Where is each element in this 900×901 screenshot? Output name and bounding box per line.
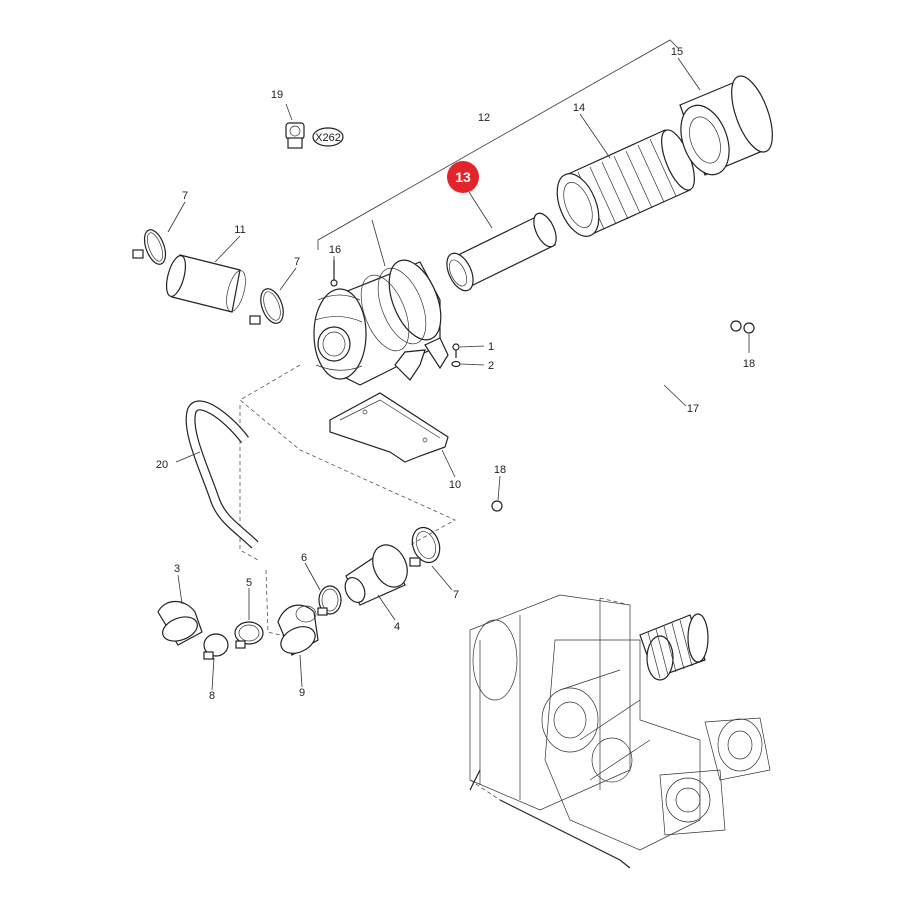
part-9-elbow xyxy=(277,604,319,656)
part-6-clamp xyxy=(317,585,342,616)
connector-tag-oval xyxy=(312,127,344,147)
part-7-clamp-middle xyxy=(249,288,284,325)
part-5-clamp xyxy=(234,621,264,649)
part-2-washer xyxy=(451,360,461,368)
callout-15: 15 xyxy=(671,46,683,58)
part-14-main-filter xyxy=(556,129,695,237)
leader-lines xyxy=(167,57,750,691)
part-15-end-cover xyxy=(679,75,773,176)
callout-17: 17 xyxy=(687,403,699,415)
callout-16: 16 xyxy=(329,244,341,256)
part-18-clamp-left xyxy=(491,500,503,512)
callout-1: 1 xyxy=(488,341,494,353)
part-7-clamp-upper-left xyxy=(132,229,167,265)
assembly-bracket-12 xyxy=(317,39,679,267)
callout-13-badge[interactable]: 13 xyxy=(447,161,479,193)
part-13-inner-filter xyxy=(446,191,557,292)
callout-6: 6 xyxy=(301,552,307,564)
callout-10: 10 xyxy=(449,479,461,491)
part-16-screw xyxy=(330,260,338,287)
part-20-hose xyxy=(185,400,259,549)
engine-overview-illustration xyxy=(469,594,771,869)
air-cleaner-housing xyxy=(313,259,449,386)
callout-20: 20 xyxy=(156,459,168,471)
callout-7-middle: 7 xyxy=(294,256,300,268)
part-4-reducer xyxy=(344,544,408,606)
callout-13: 13 xyxy=(455,169,471,185)
part-8-clamp xyxy=(203,633,229,660)
callout-11: 11 xyxy=(234,224,245,236)
part-11-intake-tube xyxy=(165,254,246,313)
callout-5: 5 xyxy=(246,577,252,589)
callout-3: 3 xyxy=(174,563,180,575)
callout-2: 2 xyxy=(488,360,494,372)
part-7-clamp-lower xyxy=(409,526,441,567)
part-18-clamp-right xyxy=(730,320,755,334)
dashed-guides xyxy=(239,364,456,641)
callout-4: 4 xyxy=(394,621,400,633)
connector-tag: X262 xyxy=(315,132,341,144)
part-1-bolt xyxy=(452,343,460,358)
callout-8: 8 xyxy=(209,690,215,702)
part-3-elbow xyxy=(157,600,203,646)
callout-7-lower: 7 xyxy=(453,589,459,601)
callout-7-upper: 7 xyxy=(182,190,188,202)
callout-14: 14 xyxy=(573,102,585,114)
part-19-sensor: X262 xyxy=(285,122,344,149)
callout-12: 12 xyxy=(478,112,490,124)
part-10-mounting-plate xyxy=(329,392,449,463)
callout-9: 9 xyxy=(299,687,305,699)
part-17-hose xyxy=(509,321,731,516)
callout-18-left: 18 xyxy=(494,464,506,476)
callout-19: 19 xyxy=(271,89,283,101)
callout-18-right: 18 xyxy=(743,358,755,370)
